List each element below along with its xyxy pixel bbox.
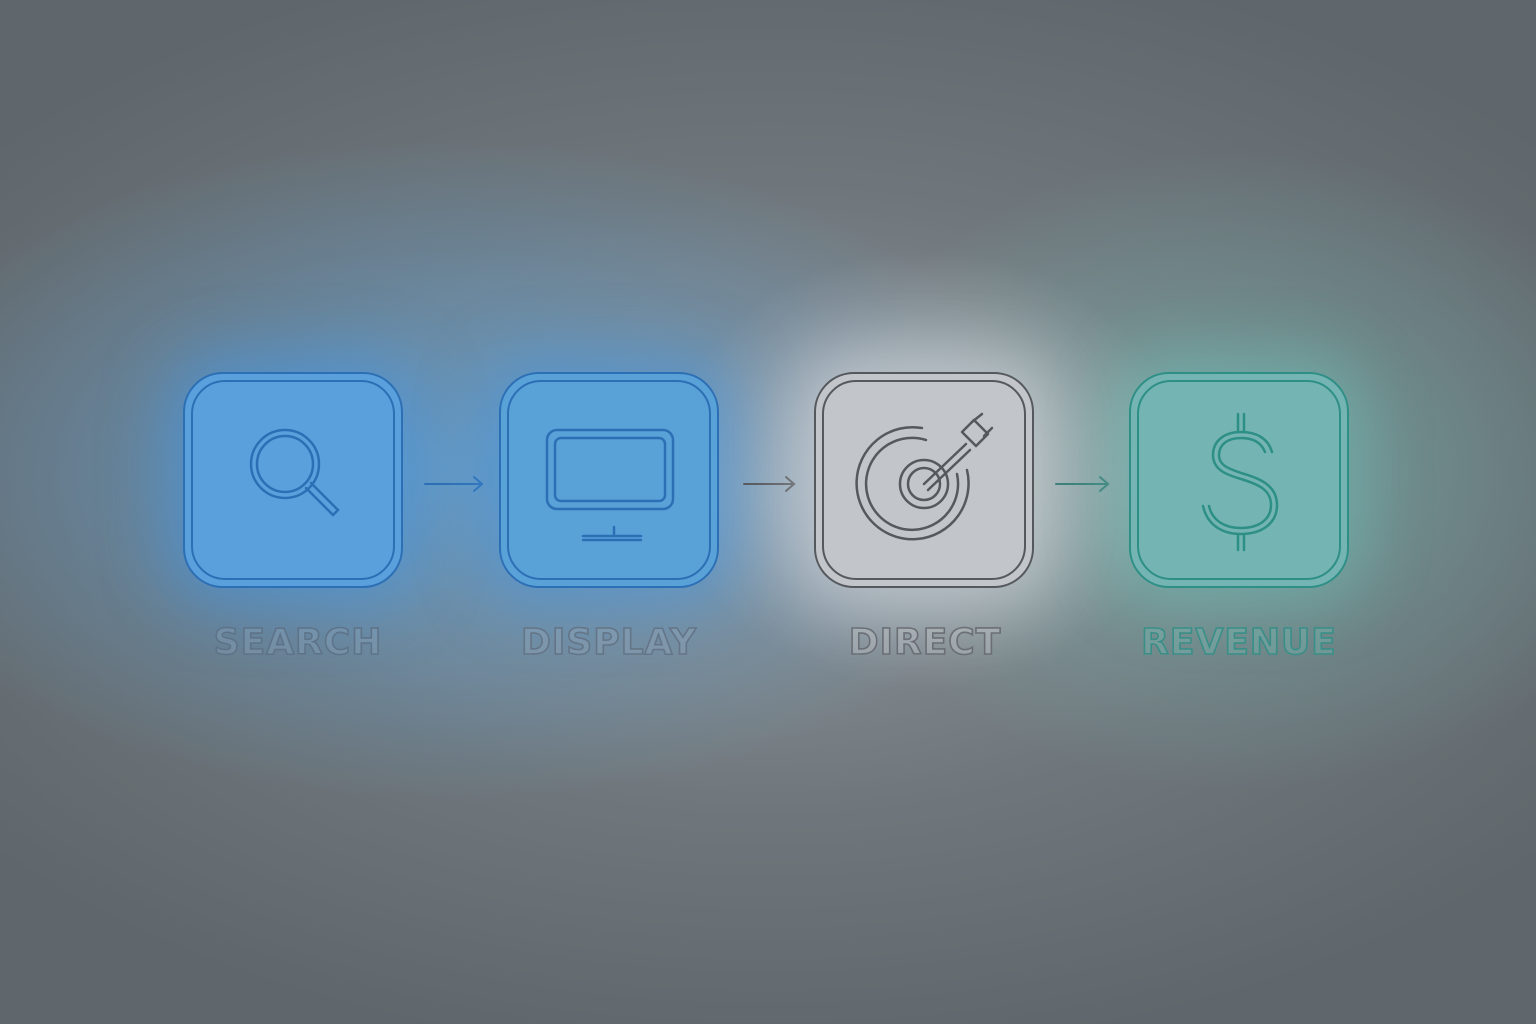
step-label-display: DISPLAY xyxy=(520,621,697,664)
connector-arrow-2 xyxy=(743,472,797,496)
monitor-icon xyxy=(545,428,675,542)
display-tile xyxy=(499,372,719,588)
search-tile xyxy=(183,372,403,588)
connector-arrow-3 xyxy=(1055,472,1111,496)
revenue-tile xyxy=(1129,372,1349,588)
dollar-icon xyxy=(1201,412,1279,552)
direct-tile xyxy=(814,372,1034,588)
connector-arrow-1 xyxy=(424,472,486,496)
target-icon xyxy=(855,412,994,541)
step-label-revenue: REVENUE xyxy=(1140,621,1337,664)
search-icon xyxy=(249,428,340,517)
step-label-direct: DIRECT xyxy=(848,621,1002,664)
step-label-search: SEARCH xyxy=(213,621,383,664)
